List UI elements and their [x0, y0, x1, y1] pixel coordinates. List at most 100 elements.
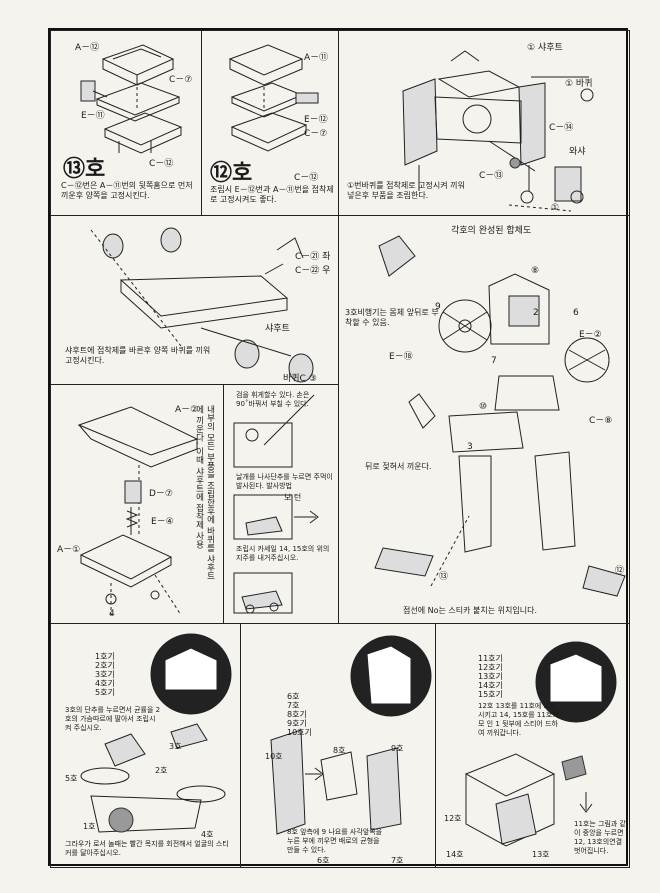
- combination-illustration: [270, 635, 432, 835]
- model-list-item: 6호: [287, 692, 300, 701]
- model-number: 2호: [155, 766, 168, 775]
- feature-note: 조립시 카세일 14, 15호의 위의 지주를 내거주십시오.: [236, 545, 330, 562]
- panel-models-11-15: 11호기 12호기 13호기 14호기 15호기 12호 13호를 11호에 조…: [435, 623, 630, 868]
- instruction-text: 조립시 E－⑫번과 A－⑪번을 접착제로 고정시켜도 좋다.: [210, 185, 334, 204]
- instruction-note: 뒤로 젖혀서 끼운다.: [365, 462, 432, 471]
- assembly-illustration: [228, 44, 319, 152]
- part-label: ⑩: [479, 402, 488, 412]
- part-label: 샤후트: [265, 324, 290, 334]
- panel-title: 각호의 완성된 합체도: [451, 226, 532, 236]
- part-label: 7: [491, 356, 497, 366]
- part-label: A－⑪: [304, 53, 329, 63]
- part-label: 9: [435, 302, 441, 312]
- part-label: 6: [573, 308, 579, 318]
- model-number: 10호: [265, 752, 283, 761]
- model-number-badge: ⑬호: [63, 157, 106, 182]
- sheet-frame: A－⑫ C－⑦ E－⑪ C－⑫ ⑬호 C－⑫번은 A－⑪번의 뒷쪽홈으로 먼저 …: [48, 28, 630, 868]
- model-list-item: 4호기: [95, 679, 115, 688]
- robot-illustration: [374, 235, 626, 597]
- panel-features: 검을 휘게할수 있다. 손은 90˚바꿔서 부칠 수 있다. 날개를 나사단추를…: [223, 384, 339, 624]
- instruction-text: 11호는 그림과 같이 중앙을 누르면 12, 13호의연결벗어집니다.: [574, 820, 626, 855]
- model-number-badge: ⑫호: [210, 161, 253, 186]
- part-label: C－⑫: [149, 159, 174, 169]
- assembly-illustration: [402, 50, 594, 212]
- part-label: C－⑦: [304, 129, 328, 139]
- combination-illustration: [464, 641, 617, 847]
- part-label: C－㉒ 우: [295, 266, 331, 276]
- feature-note: 날개를 나사단추를 누르면 주먹이 발사된다. 발사방법: [236, 473, 333, 490]
- model-number: 4호: [201, 830, 214, 839]
- part-label: ⑬: [439, 572, 449, 582]
- model-list-item: 7호: [287, 701, 300, 710]
- button-tag: 보 턴: [284, 493, 302, 502]
- part-label: C－⑬: [479, 171, 504, 181]
- panel-12-ho: A－⑪ E－⑫ C－⑦ C－⑫ ⑫호 조립시 E－⑫번과 A－⑪번을 접착제로 …: [201, 30, 339, 216]
- model-list-item: 9호기: [287, 719, 307, 728]
- part-label: 바퀴C ③: [283, 374, 317, 384]
- part-label: C－㉑ 좌: [295, 252, 331, 262]
- panel-models-1-5: 1호기 2호기 3호기 4호기 5호기 3호의 단추를 누르면서 균률을 2호의…: [50, 623, 241, 868]
- instruction-text: 샤후트에 접착제를 바른후 양쪽 바퀴를 끼워 고정시킨다.: [65, 346, 211, 365]
- instruction-text: 12호 13호를 11호에 조립시키고 14, 15호를 11호의 모 인 1 …: [478, 702, 559, 737]
- part-label: 3: [467, 442, 473, 452]
- feature-illustration: [233, 394, 319, 614]
- panel-13-ho: A－⑫ C－⑦ E－⑪ C－⑫ ⑬호 C－⑫번은 A－⑪번의 뒷쪽홈으로 먼저 …: [50, 30, 202, 216]
- model-list-item: 10호기: [287, 728, 312, 737]
- instruction-text: 내부의 모든 부품을 조립한후에 바퀴를 샤후트에 끼운다. 이때 샤후트에 접…: [194, 405, 215, 581]
- model-list-item: 1호기: [95, 652, 115, 661]
- part-label: A－⑫: [75, 43, 100, 53]
- panel-wheel-shaft: ① 샤후트 ① 바퀴 C－⑭ 와샤 C－⑬ ① ①번바퀴를 접착제로 고정시켜 …: [338, 30, 630, 216]
- part-label: E－⑪: [81, 111, 105, 121]
- panel-combined-robot: 각호의 완성된 합체도 3호비행기는 몸체 앞뒤로 부착할 수 있음. 뒤로 젖…: [338, 215, 630, 624]
- model-number: 1호: [83, 822, 96, 831]
- model-number: 7호: [391, 856, 404, 865]
- part-label: E－④: [151, 517, 174, 527]
- part-label: E－⑱: [389, 352, 413, 362]
- part-label: C－⑦: [169, 75, 193, 85]
- model-list-item: 5호기: [95, 688, 115, 697]
- combination-illustration: [80, 633, 232, 833]
- model-number: 5호: [65, 774, 78, 783]
- model-number: 8호: [333, 746, 346, 755]
- panel-models-6-10: 6호 7호 8호기 9호기 10호기 10호 8호 9호 6호 7호 8호 앞측…: [240, 623, 436, 868]
- instruction-text: 8호 앞측에 9 나요를 사각앞쪽을 누른 부에 끼우면 배로의 균형을 만들 …: [287, 828, 383, 854]
- instruction-text: C－⑫번은 A－⑪번의 뒷쪽홈으로 먼저 끼운후 양쪽을 고정시킨다.: [61, 181, 193, 200]
- part-label: 와샤: [569, 147, 586, 157]
- model-list-item: 15호기: [478, 690, 503, 699]
- part-label: 2: [533, 308, 539, 318]
- sticker-note: 점선에 No는 스티카 붙치는 위치입니다.: [403, 606, 537, 615]
- instruction-note: 3호비행기는 몸체 앞뒤로 부착할 수 있음.: [345, 308, 439, 327]
- instruction-text: 그라우가 로서 놀때는 빨간 목지를 회전해서 얼굴의 스티커를 달아주십시오.: [65, 840, 229, 857]
- model-list-item: 2호기: [95, 661, 115, 670]
- model-list-item: 13호기: [478, 672, 503, 681]
- assembly-illustration: [90, 227, 314, 383]
- model-number: 14호: [446, 850, 464, 859]
- assembly-illustration: [80, 44, 183, 154]
- part-label: A－①: [57, 545, 81, 555]
- part-label: C－⑧: [589, 416, 613, 426]
- part-label: ① 바퀴: [565, 79, 593, 89]
- model-number: 13호: [532, 850, 550, 859]
- model-number: 12호: [444, 814, 462, 823]
- part-label: E－⑫: [304, 115, 328, 125]
- feature-note: 검을 휘게할수 있다. 손은 90˚바꿔서 부칠 수 있다.: [236, 391, 310, 408]
- part-label: C－⑭: [549, 123, 574, 133]
- model-number: 3호: [169, 742, 182, 751]
- part-label: ⑫: [615, 566, 625, 576]
- model-list-item: 14호기: [478, 681, 503, 690]
- part-label: D－⑦: [149, 489, 173, 499]
- model-number: 9호: [391, 744, 404, 753]
- model-list-item: 11호기: [478, 654, 503, 663]
- part-label: ⑧: [531, 266, 540, 276]
- part-label: A－②: [175, 405, 199, 415]
- instruction-text: 3호의 단추를 누르면서 균률을 2호의 가슴따르에 딸아서 조립시켜 주십시오…: [65, 706, 161, 732]
- part-label: 4: [109, 609, 115, 619]
- panel-body-assembly: A－② D－⑦ E－④ A－① 4 내부의 모든 부품을 조립한후에 바퀴를 샤…: [50, 384, 224, 624]
- assembly-illustration: [77, 406, 199, 617]
- model-number: 6호: [317, 856, 330, 865]
- part-label: C－⑫: [294, 173, 319, 183]
- panel-shaft-wheels: C－㉑ 좌 C－㉒ 우 샤후트 바퀴C ③ 샤후트에 접착제를 바른후 양쪽 바…: [50, 215, 339, 385]
- part-label: ① 샤후트: [527, 43, 563, 53]
- part-label: ①: [551, 203, 560, 213]
